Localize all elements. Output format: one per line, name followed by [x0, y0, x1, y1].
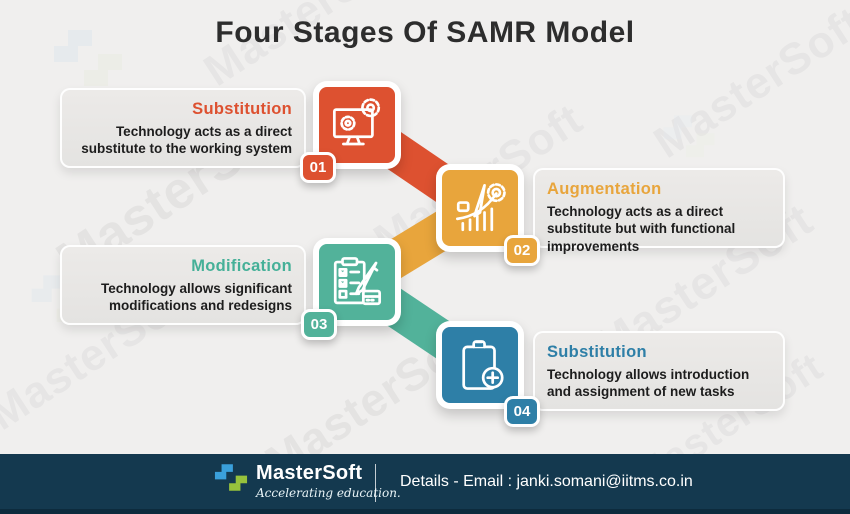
stage-description: Technology acts as a direct substitute t… — [81, 124, 292, 157]
page-title: Four Stages Of SAMR Model — [215, 16, 635, 49]
stage-heading: Augmentation — [547, 180, 662, 198]
monitor-gears-icon — [332, 98, 381, 146]
footer-bar: MasterSoft Accelerating education. Detai… — [0, 454, 850, 514]
brand-block: MasterSoft Accelerating education. — [214, 462, 401, 500]
mastersoft-logo-icon — [214, 464, 248, 491]
stage2-icon-tile — [436, 164, 524, 252]
checklist-pencil-icon — [333, 257, 382, 306]
hand-pencil-chart-icon — [455, 183, 506, 232]
stage-description: Technology acts as a direct substitute b… — [547, 204, 736, 254]
brand-name: MasterSoft — [256, 462, 363, 484]
stage-description: Technology allows significant modificati… — [100, 281, 292, 314]
stage-heading: Substitution — [547, 343, 647, 361]
stage-card-substitution-1: Substitution Technology acts as a direct… — [60, 88, 306, 168]
footer-contact-email: Details - Email : janki.somani@iitms.co.… — [400, 473, 693, 490]
stage-heading: Substitution — [192, 100, 292, 118]
stage3-number-badge: 03 — [301, 309, 337, 340]
footer-divider — [375, 464, 376, 502]
stage1-number-badge: 01 — [300, 152, 336, 183]
stage-card-substitution-4: Substitution Technology allows introduct… — [533, 331, 785, 411]
stage-card-augmentation: Augmentation Technology acts as a direct… — [533, 168, 785, 254]
clipboard-plus-icon — [462, 340, 504, 390]
brand-tagline: Accelerating education. — [256, 486, 401, 500]
stage-card-modification: Modification Technology allows significa… — [60, 245, 306, 325]
stage4-icon-tile — [436, 321, 524, 409]
stage-description: Technology allows introduction and assig… — [547, 367, 750, 400]
stage2-number-badge: 02 — [504, 235, 540, 266]
stage-heading: Modification — [191, 257, 292, 275]
stage4-number-badge: 04 — [504, 396, 540, 427]
